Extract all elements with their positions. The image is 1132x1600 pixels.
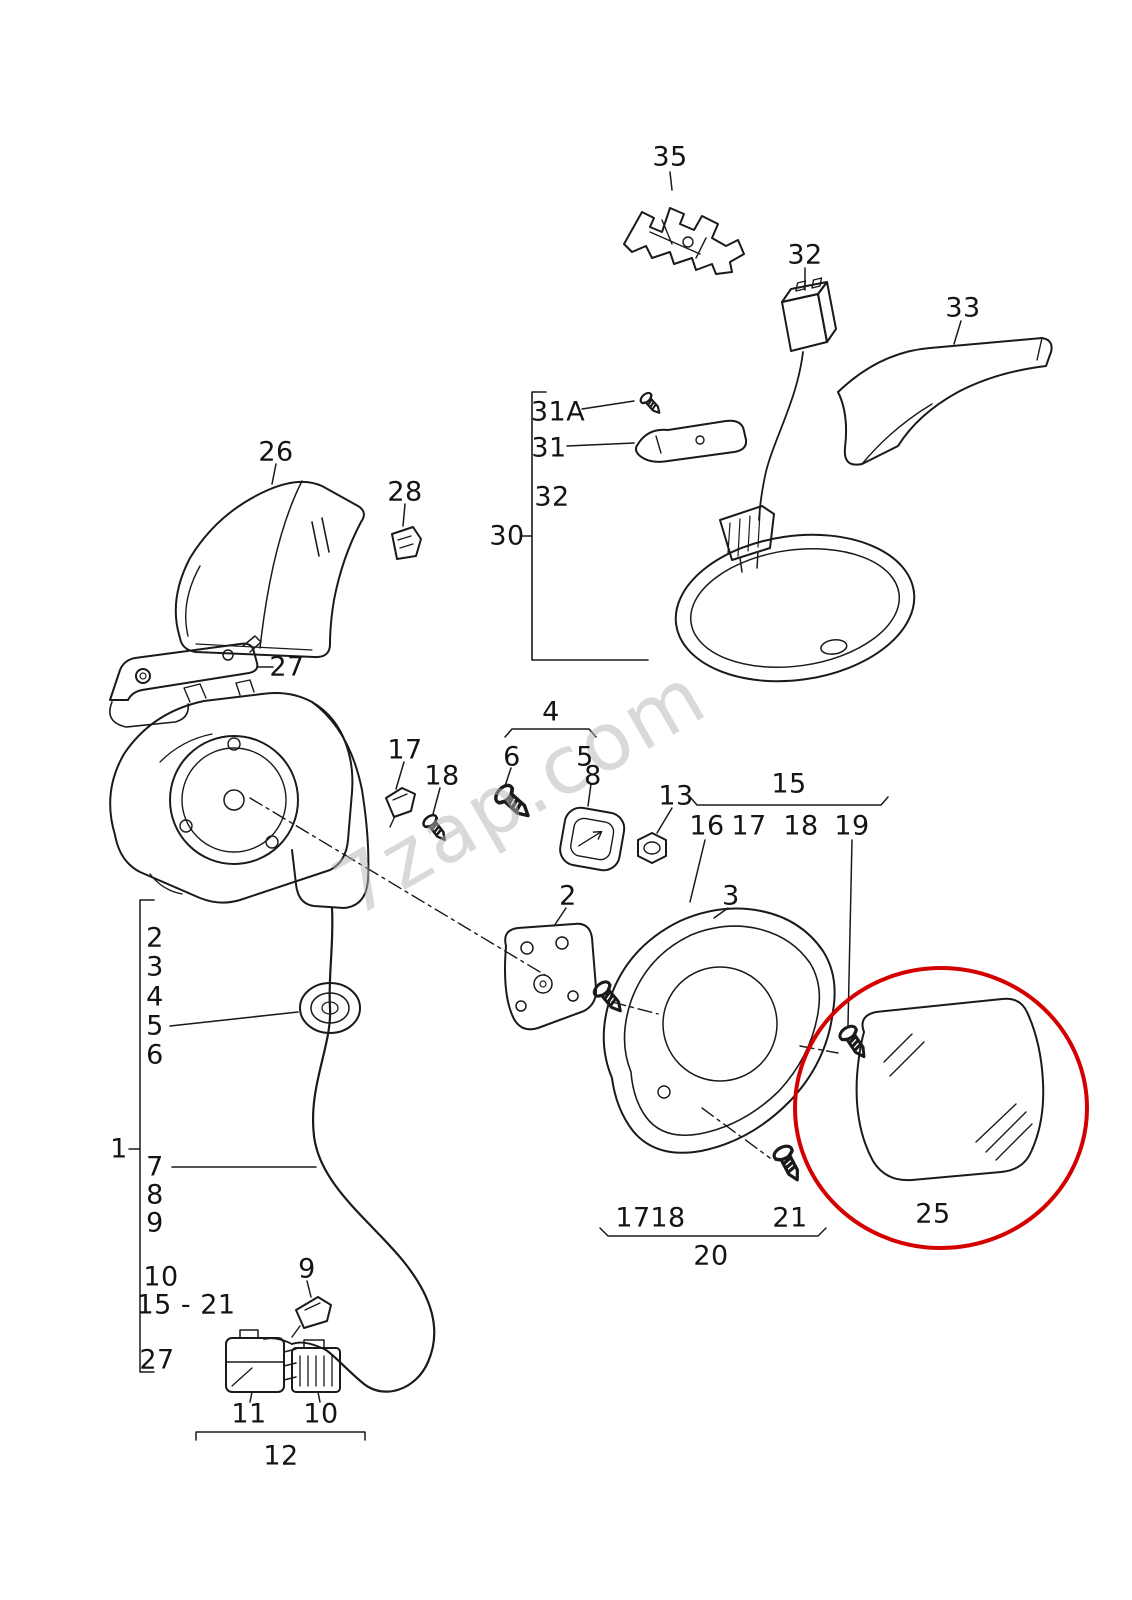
part-6-screw <box>490 780 537 825</box>
part-label-4: 4 <box>542 696 560 728</box>
part-label-18-bottom: 18 <box>650 1202 686 1234</box>
part-10-connector <box>291 1339 341 1393</box>
ref-list-item-5: 5 <box>146 1010 164 1042</box>
part-30-interior-mirror <box>674 505 916 683</box>
part-label-27-upper: 27 <box>269 651 305 683</box>
part-label-15: 15 <box>771 768 807 800</box>
part-27-bracket <box>109 635 262 728</box>
ref-list-item-2: 2 <box>146 922 164 954</box>
bracket-30 <box>520 391 649 661</box>
switch-cable <box>758 351 804 521</box>
part-13-nut <box>637 832 667 864</box>
part-label-10-conn: 10 <box>303 1398 339 1430</box>
cable-harness <box>263 906 436 1393</box>
ref-list-item-3: 3 <box>146 951 164 983</box>
part-8-seal <box>559 806 626 872</box>
part-label-5: 5 <box>576 741 594 773</box>
ref-list-item-10: 10 <box>143 1261 179 1293</box>
part-label-1: 1 <box>110 1133 128 1165</box>
ref-list-item-7: 7 <box>146 1151 164 1183</box>
part-label-18-row: 18 <box>783 810 819 842</box>
ref-list-item-15-21: 15 - 21 <box>136 1289 236 1321</box>
ref-list-item-9: 9 <box>146 1207 164 1239</box>
part-label-9-cable: 9 <box>298 1253 316 1285</box>
part-2-base-plate <box>504 922 598 1031</box>
part-label-19-row: 19 <box>834 810 870 842</box>
part-label-2-center: 2 <box>559 880 577 912</box>
part-label-20: 20 <box>693 1240 729 1272</box>
part-33-trim-cover <box>837 337 1053 466</box>
ref-list-item-8: 8 <box>146 1179 164 1211</box>
part-label-33: 33 <box>945 292 981 324</box>
part-label-32-top: 32 <box>787 239 823 271</box>
part-1-mirror-body <box>109 679 370 909</box>
part-17-clip <box>385 787 416 828</box>
part-label-31: 31 <box>531 432 567 464</box>
ref-list-item-6: 6 <box>146 1039 164 1071</box>
part-19-screw <box>836 1021 873 1064</box>
part-label-3: 3 <box>722 880 740 912</box>
part-label-17-row: 17 <box>731 810 767 842</box>
part-25-mirror-glass <box>855 997 1045 1182</box>
part-31a-screw <box>637 389 666 419</box>
part-label-6: 6 <box>503 741 521 773</box>
part-label-30: 30 <box>489 520 525 552</box>
highlight-circle <box>793 966 1089 1250</box>
part-label-35: 35 <box>652 141 688 173</box>
part-label-11: 11 <box>231 1398 267 1430</box>
leader-lines <box>128 171 962 1441</box>
part-label-16: 16 <box>689 810 725 842</box>
part-18-screw <box>420 811 452 846</box>
part-26-housing-cap <box>174 480 365 659</box>
part-label-13: 13 <box>658 780 694 812</box>
part-11-connector <box>225 1329 297 1393</box>
part-label-26: 26 <box>258 436 294 468</box>
ref-list-item-27: 27 <box>139 1344 175 1376</box>
part-31-bracket <box>634 419 748 463</box>
part-label-25: 25 <box>915 1198 951 1230</box>
part-label-17-clip: 17 <box>387 734 423 766</box>
part-label-21-bottom: 21 <box>772 1202 808 1234</box>
part-label-17-bottom: 17 <box>615 1202 651 1234</box>
part-label-18-screw: 18 <box>424 760 460 792</box>
part-3-housing-frame <box>602 907 836 1154</box>
part-label-32-mid: 32 <box>534 481 570 513</box>
part-label-12: 12 <box>263 1440 299 1472</box>
part-9-cable-clip <box>291 1296 332 1338</box>
construction-lines <box>249 797 839 1159</box>
part-32-switch <box>758 277 837 521</box>
part-35-mount-bracket <box>623 207 745 275</box>
part-label-8: 8 <box>584 760 602 792</box>
part-label-28: 28 <box>387 476 423 508</box>
ref-list-item-4: 4 <box>146 981 164 1013</box>
part-label-31a: 31A <box>530 396 586 428</box>
part-28-clip <box>391 526 422 560</box>
